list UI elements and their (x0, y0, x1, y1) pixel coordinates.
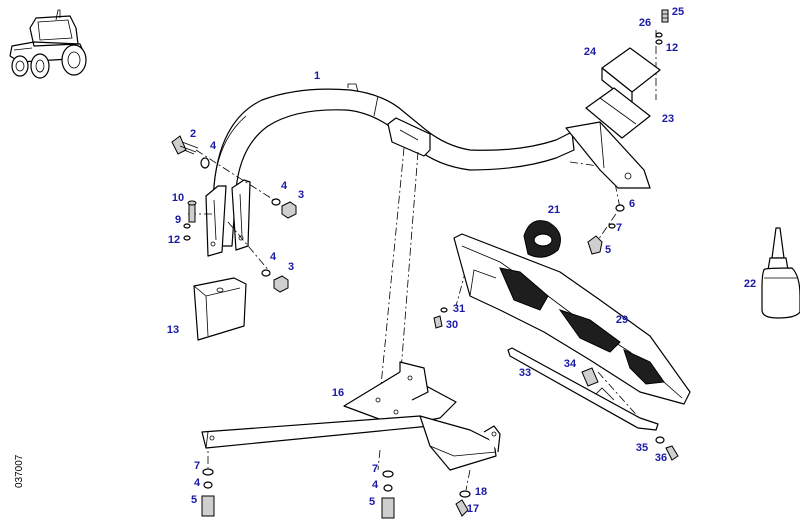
cover-plate-13 (193, 277, 247, 341)
callout-26: 26 (639, 17, 651, 29)
callout-22: 22 (744, 278, 756, 290)
tractor-thumbnail (9, 9, 87, 79)
callout-10: 10 (172, 192, 184, 204)
fastener-30-31 (433, 307, 448, 329)
callout-7: 7 (194, 460, 200, 472)
callout-16: 16 (332, 387, 344, 399)
callout-13: 13 (167, 324, 179, 336)
cowl-panel-29 (453, 233, 691, 405)
callout-5: 5 (369, 496, 375, 508)
callout-23: 23 (662, 113, 674, 125)
callout-31: 31 (453, 303, 465, 315)
callout-35: 35 (636, 442, 648, 454)
callout-33: 33 (519, 367, 531, 379)
callout-21: 21 (548, 204, 560, 216)
callout-5: 5 (191, 494, 197, 506)
callout-2: 2 (190, 128, 196, 140)
callout-24: 24 (584, 46, 597, 58)
callout-3: 3 (298, 189, 304, 201)
callout-34: 34 (564, 358, 577, 370)
callout-4: 4 (210, 140, 217, 152)
top-right-fasteners (587, 9, 669, 255)
top-bracket-23 (565, 47, 661, 189)
callout-7: 7 (616, 222, 622, 234)
callout-5: 5 (605, 244, 611, 256)
fastener-35-36 (655, 436, 679, 461)
tube-frame (209, 83, 575, 247)
callout-12: 12 (666, 42, 678, 54)
callout-18: 18 (475, 486, 487, 498)
callout-29: 29 (616, 314, 628, 326)
strip-33 (507, 347, 659, 431)
callout-1: 1 (314, 70, 320, 82)
callout-4: 4 (281, 180, 288, 192)
left-mount-plates (205, 179, 251, 257)
callout-25: 25 (672, 6, 684, 18)
callout-7: 7 (372, 463, 378, 475)
sealant-bottle-22 (761, 227, 800, 319)
callout-4: 4 (270, 251, 277, 263)
bottom-fasteners (201, 468, 471, 519)
callout-4: 4 (372, 479, 379, 491)
grommet-21 (523, 220, 561, 258)
callout-36: 36 (655, 452, 667, 464)
callout-3: 3 (288, 261, 294, 273)
callout-12: 12 (168, 234, 180, 246)
callout-6: 6 (629, 198, 635, 210)
callout-17: 17 (467, 503, 479, 515)
clip-34 (581, 367, 599, 387)
callout-30: 30 (446, 319, 458, 331)
callout-9: 9 (175, 214, 181, 226)
floor-bracket-16 (201, 361, 501, 471)
drawing-code: 037007 (14, 454, 25, 488)
left-fasteners (171, 135, 297, 293)
callout-4: 4 (194, 477, 201, 489)
